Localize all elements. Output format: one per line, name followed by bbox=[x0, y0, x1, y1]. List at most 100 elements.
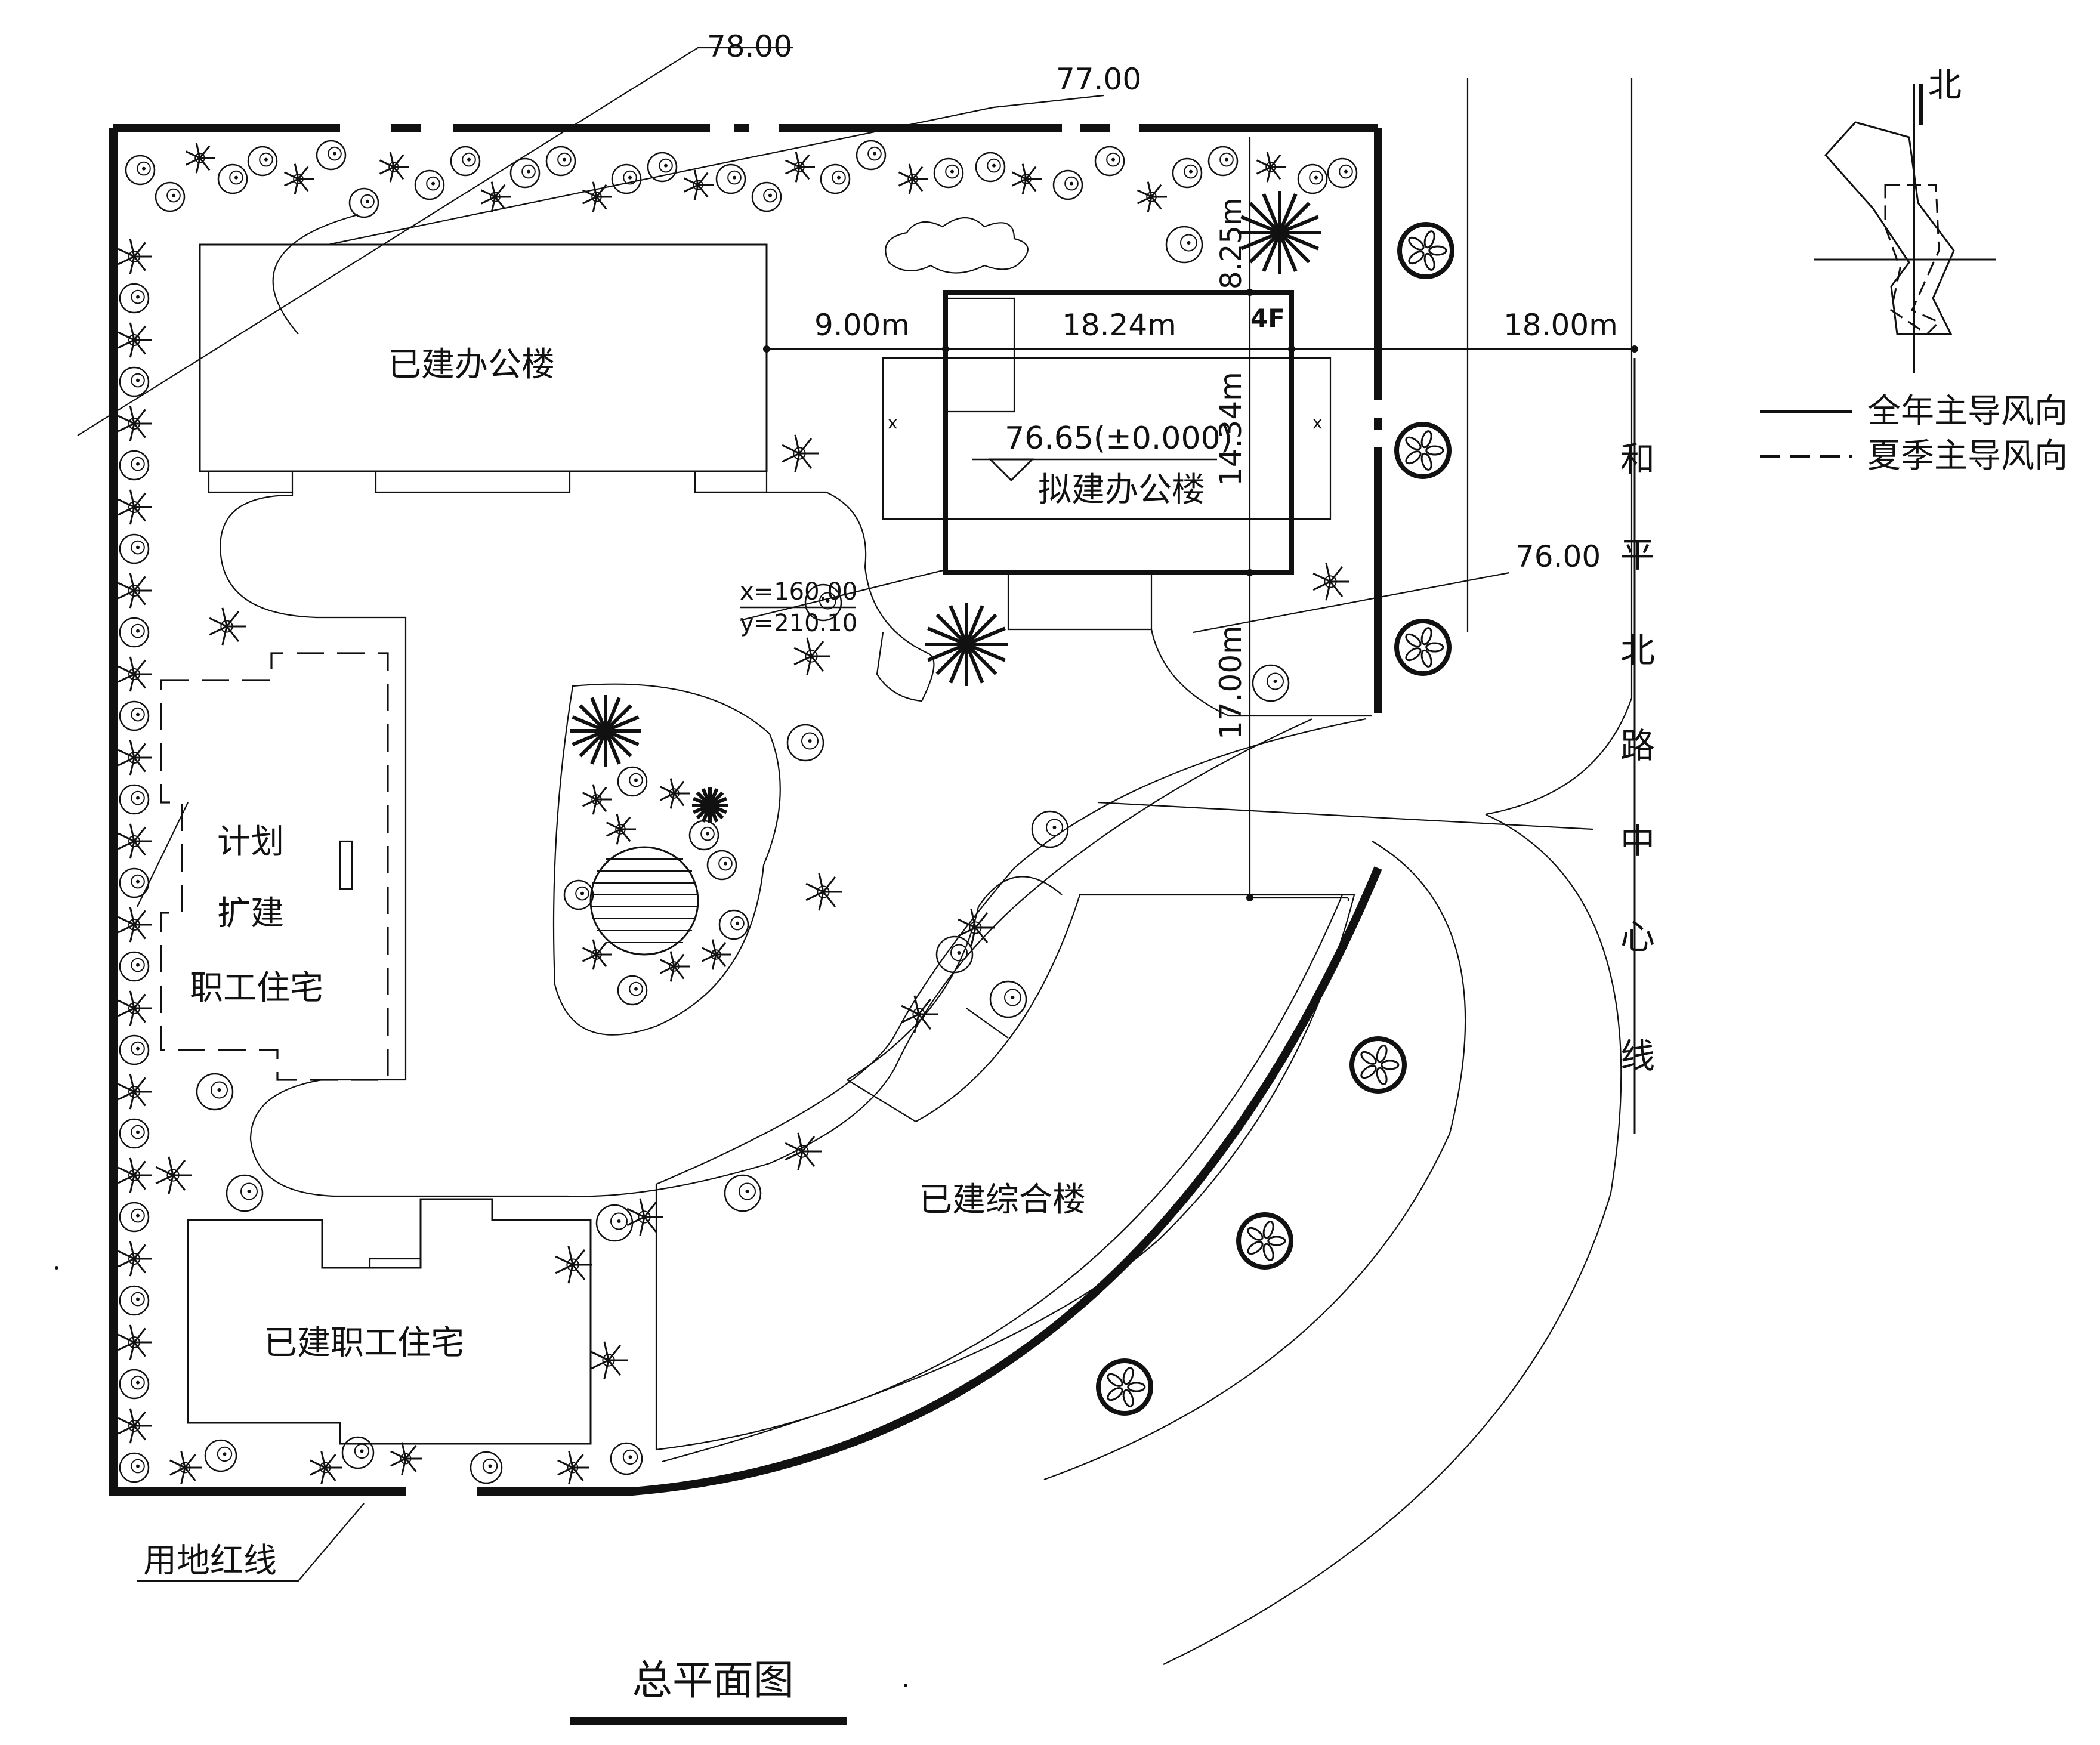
coord-x-label: x=160.00 bbox=[740, 578, 857, 606]
road-offset-dim: 18.00m bbox=[1503, 308, 1618, 342]
tree-icon bbox=[119, 617, 150, 648]
north-label: 北 bbox=[1928, 66, 1962, 105]
planned-housing-line2: 扩建 bbox=[217, 894, 284, 933]
road-name-char: 心 bbox=[1620, 916, 1655, 957]
tree-icon bbox=[647, 152, 678, 183]
shrub-icon bbox=[1312, 563, 1349, 601]
tree-icon bbox=[1208, 146, 1239, 177]
shrub-icon bbox=[118, 489, 152, 525]
shrub-icon bbox=[1256, 152, 1286, 183]
tree-icon bbox=[856, 140, 887, 171]
tree-icon bbox=[1031, 810, 1069, 848]
legend-summer-wind: 夏季主导风向 bbox=[1867, 437, 2068, 475]
shrub-icon bbox=[785, 152, 815, 183]
tree-icon bbox=[751, 181, 782, 212]
tree-icon bbox=[119, 951, 150, 982]
road-name-char: 中 bbox=[1620, 821, 1655, 861]
tree-icon bbox=[247, 146, 278, 177]
shrub-cloud-icon bbox=[885, 217, 1029, 274]
driveway-loop bbox=[220, 492, 1313, 1197]
road-name-char: 线 bbox=[1620, 1036, 1655, 1076]
shrub-icon bbox=[626, 1198, 663, 1236]
dimension-ticks bbox=[763, 289, 1638, 901]
boundary-callout: 用地红线 bbox=[137, 1503, 365, 1582]
shrub-icon bbox=[118, 1241, 152, 1277]
shrub-icon bbox=[379, 152, 409, 183]
stray-dot bbox=[55, 1266, 58, 1270]
tree-icon bbox=[450, 146, 481, 177]
tree-icon bbox=[724, 1174, 762, 1212]
tree-icon bbox=[706, 850, 737, 881]
driveway-loop-east bbox=[695, 491, 935, 702]
shrub-icon bbox=[582, 784, 612, 815]
street-tree-icon bbox=[1394, 619, 1452, 676]
tree-icon bbox=[119, 533, 150, 564]
road-name-char: 平 bbox=[1620, 535, 1655, 575]
shrub-icon bbox=[1137, 181, 1167, 212]
tree-icon bbox=[217, 163, 248, 194]
tree-icon bbox=[125, 155, 156, 186]
shrub-icon bbox=[118, 1157, 152, 1193]
tree-icon bbox=[119, 366, 150, 397]
tree-icon bbox=[119, 1285, 150, 1316]
tree-icon bbox=[545, 146, 576, 177]
shrub-icon bbox=[659, 778, 690, 809]
tree-icon bbox=[119, 784, 150, 815]
tree-icon bbox=[119, 1369, 150, 1400]
road-name: 和 平 北 路 中 心 线 bbox=[1620, 439, 1655, 1076]
tree-icon bbox=[975, 152, 1006, 183]
road-name-char: 北 bbox=[1620, 630, 1655, 671]
shrub-icon bbox=[118, 990, 152, 1026]
shrub-icon bbox=[118, 1074, 152, 1110]
shrub-icon bbox=[155, 1156, 192, 1194]
shrub-icon bbox=[591, 1341, 628, 1379]
palm-icon bbox=[925, 603, 1008, 686]
drawing-title: 总平面图 bbox=[632, 1657, 794, 1704]
shrub-icon bbox=[683, 169, 714, 200]
staff-housing-label: 已建职工住宅 bbox=[264, 1324, 464, 1363]
shrub-icon bbox=[659, 951, 690, 982]
tree-icon bbox=[119, 867, 150, 898]
gridline-mark: x bbox=[1312, 413, 1323, 433]
tree-icon bbox=[119, 283, 150, 314]
shrub-icon bbox=[185, 143, 215, 174]
shrub-icon bbox=[118, 740, 152, 776]
shrub-icon bbox=[118, 1408, 152, 1444]
shrub-icon bbox=[805, 873, 842, 911]
shrub-icon bbox=[118, 907, 152, 943]
tree-icon bbox=[1165, 226, 1203, 264]
shrub-icon bbox=[390, 1442, 422, 1475]
street-tree-icon bbox=[1397, 222, 1454, 279]
tree-icon bbox=[563, 879, 594, 910]
shrub-icon bbox=[118, 406, 152, 441]
stray-dot bbox=[904, 1684, 907, 1687]
tree-icon bbox=[820, 163, 851, 194]
tree-icon bbox=[119, 1452, 150, 1483]
tree-icon bbox=[509, 157, 541, 189]
shrub-icon bbox=[555, 1246, 592, 1284]
shrub-icon bbox=[785, 1132, 822, 1170]
shrub-icon bbox=[793, 637, 830, 675]
title-underline bbox=[570, 1717, 847, 1725]
tree-icon bbox=[316, 140, 347, 171]
shrub-icon bbox=[582, 181, 612, 212]
street-tree-icon bbox=[1394, 422, 1452, 479]
tree-icon bbox=[688, 820, 719, 851]
dimension-lines bbox=[739, 137, 1635, 901]
central-garden bbox=[552, 683, 781, 1036]
tree-icon bbox=[414, 169, 445, 200]
existing-complex: 已建综合楼 bbox=[662, 876, 1355, 1463]
street-tree-icon bbox=[1236, 1212, 1293, 1270]
existing-office-building: 已建办公楼 bbox=[199, 243, 768, 493]
tree-icon bbox=[1327, 157, 1358, 189]
shrub-icon bbox=[118, 656, 152, 692]
setback-south-dim: 17.00m bbox=[1213, 625, 1248, 740]
boundary-breaks bbox=[943, 1145, 1274, 1438]
shrub-icon bbox=[901, 995, 938, 1033]
road-lines bbox=[655, 78, 1633, 1665]
contour-77-label: 77.00 bbox=[1056, 62, 1141, 97]
tree-icon bbox=[348, 187, 379, 218]
planned-housing: 计划 扩建 职工住宅 bbox=[137, 652, 389, 1081]
tree-icon bbox=[804, 583, 842, 622]
